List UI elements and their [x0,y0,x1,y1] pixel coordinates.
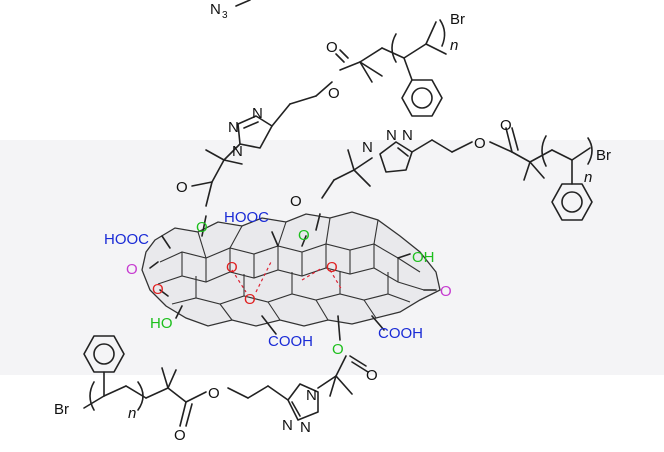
ester1-o: O [328,85,340,102]
triazole1-n3: N [232,143,243,160]
ketone-o-mid: O [152,281,164,298]
graphene-sheet [141,211,441,327]
phenyl-top [401,79,443,117]
ester-link3-o: O [332,341,344,358]
phenyl-right [551,183,593,221]
epoxide-o1: O [226,259,238,276]
azide-n: N [210,1,221,18]
carboxyl-labels: HOOC HOOC COOH COOH [104,209,423,350]
triazole3-n2: N [282,417,293,434]
repeat-n-bottom: n [128,405,136,422]
graphene-oxide-core [141,211,441,327]
epoxide-o2: O [244,291,256,308]
triazole3-n1: N [306,387,317,404]
triazole1-n1: N [252,105,263,122]
bromine-bottom: Br [54,401,69,418]
ketone-o-right: O [440,283,452,300]
bromine-top: Br [450,11,465,28]
repeat-n-right: n [584,169,592,186]
hooc-left: HOOC [104,231,149,248]
bromine-right: Br [596,147,611,164]
triazole-1-ring [191,115,273,237]
phenyl-bottom [83,335,125,373]
triazole1-n2: N [228,119,239,136]
azide-subscript: 3 [222,10,228,21]
ester-link2-o: O [298,227,310,244]
cooh-center: COOH [268,333,313,350]
ester1-carbonyl-o: O [326,39,338,56]
ester2-o: O [474,135,486,152]
ketone-o-left: O [126,261,138,278]
ketone-labels: O O [126,261,452,300]
epoxide-labels: O O O O [152,259,338,308]
ho-left: HO [150,315,173,332]
triazole2-n2: N [386,127,397,144]
triazole2-n1: N [362,139,373,156]
graphene-ring-lines [157,217,425,321]
ester3-carbonyl-o: O [174,427,186,444]
hydroxyl-labels: OH HO O O O [150,219,435,358]
triazole3-n3: N [300,419,311,436]
oh-right: OH [412,249,435,266]
ester3-o: O [208,385,220,402]
top-chain-bonds [235,0,447,127]
ester2-carbonyl-o: O [500,117,512,134]
carbonyl2-o: O [290,193,302,210]
right-chain-bonds [315,127,593,231]
triazole2-n3: N [402,127,413,144]
ester-link1-o: O [196,219,208,236]
carbonyl1-o: O [176,179,188,196]
epoxide-bridges [231,259,343,293]
hooc-center: HOOC [224,209,269,226]
core-substituent-bonds [149,231,437,335]
bottom-chain-bonds [83,315,369,427]
carbonyl3-o: O [366,367,378,384]
cooh-right: COOH [378,325,423,342]
atom-labels-black: N 3 Br n O O N N N O O N N N O O Br n O … [54,1,611,444]
epoxide-o3: O [326,259,338,276]
repeat-n-top: n [450,37,458,54]
